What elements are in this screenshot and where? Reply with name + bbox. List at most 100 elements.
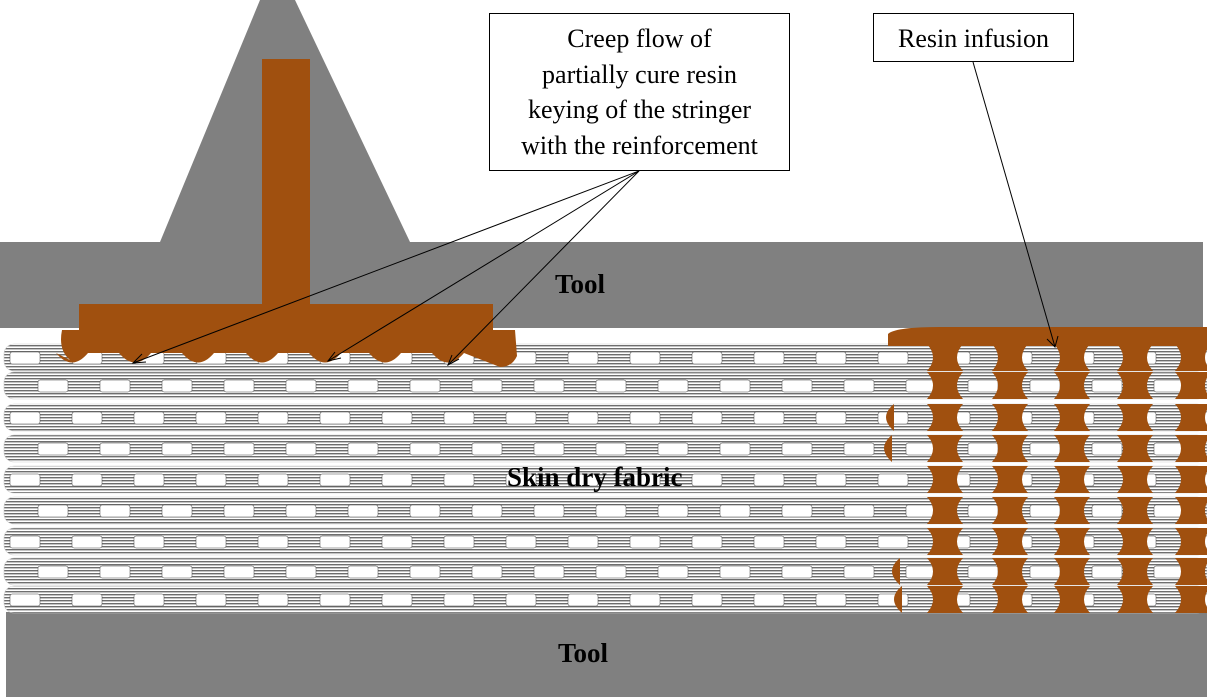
leader-lines <box>132 61 1056 366</box>
weave-window <box>595 442 627 456</box>
weave-window <box>1029 504 1061 518</box>
weave-window <box>471 442 503 456</box>
weave-window <box>1029 442 1061 456</box>
weave-window <box>533 442 565 456</box>
weave-window <box>409 442 441 456</box>
infused-resin-cell <box>1175 586 1207 613</box>
infused-resin-cell <box>1054 404 1090 431</box>
infused-resin-cell <box>992 404 1028 431</box>
weave-window <box>719 565 751 579</box>
infused-resin-cell <box>1054 466 1090 493</box>
weave-window <box>505 535 537 549</box>
weave-window <box>223 504 255 518</box>
weave-window <box>877 535 909 549</box>
infused-resin-cell <box>1117 528 1153 555</box>
weave-window <box>285 379 317 393</box>
infused-resin-cell <box>992 435 1028 462</box>
weave-window <box>533 504 565 518</box>
weave-window <box>223 379 255 393</box>
weave-window <box>595 565 627 579</box>
infused-resin-cell <box>992 586 1028 613</box>
resin-infusion-callout: Resin infusion <box>873 13 1074 62</box>
weave-window <box>567 411 599 425</box>
weave-window <box>781 565 813 579</box>
creep-flow-callout: Creep flow of partially cure resin keyin… <box>489 13 790 171</box>
creep-line-3: keying of the stringer <box>527 95 752 124</box>
infused-resin-cell <box>992 528 1028 555</box>
weave-window <box>71 535 103 549</box>
weave-window <box>629 351 661 365</box>
weave-window <box>319 593 351 607</box>
infused-resin-cell <box>1054 435 1090 462</box>
weave-window <box>71 473 103 487</box>
weave-window <box>319 411 351 425</box>
weave-window <box>815 411 847 425</box>
weave-window <box>567 351 599 365</box>
creep-line-2: partially cure resin <box>542 59 737 89</box>
weave-window <box>99 442 131 456</box>
weave-window <box>133 473 165 487</box>
weave-window <box>285 442 317 456</box>
arrowheads <box>131 335 1059 367</box>
arrowhead-4 <box>1046 335 1059 348</box>
infused-resin-cell <box>992 558 1028 585</box>
weave-window <box>1153 504 1185 518</box>
fabric-layer <box>3 557 1207 586</box>
weave-window <box>1091 565 1123 579</box>
weave-window <box>9 473 41 487</box>
weave-window <box>99 565 131 579</box>
infused-resin-cell <box>1117 586 1153 613</box>
weave-window <box>443 411 475 425</box>
weave-window <box>781 379 813 393</box>
infused-resin-cell <box>1054 497 1090 524</box>
weave-window <box>753 535 785 549</box>
infused-resin-cell <box>992 372 1028 399</box>
infusion-front <box>892 558 900 585</box>
leader-line-4 <box>972 61 1056 348</box>
weave-window <box>195 411 227 425</box>
infused-resin-cell <box>927 435 963 462</box>
weave-window <box>567 593 599 607</box>
weave-window <box>195 473 227 487</box>
infused-resin-cell <box>1175 528 1207 555</box>
infused-resin-cell <box>1054 372 1090 399</box>
stringer-keying-resin <box>56 330 517 367</box>
resin-film <box>888 327 1207 346</box>
weave-window <box>471 379 503 393</box>
weave-window <box>505 593 537 607</box>
weave-window <box>905 565 937 579</box>
weave-window <box>691 473 723 487</box>
weave-window <box>1091 504 1123 518</box>
tool-top-label: Tool <box>555 269 606 299</box>
weave-window <box>815 351 847 365</box>
weave-window <box>567 473 599 487</box>
weave-window <box>967 442 999 456</box>
weave-window <box>347 504 379 518</box>
weave-window <box>629 411 661 425</box>
weave-window <box>471 565 503 579</box>
infused-resin-cell <box>1054 586 1090 613</box>
weave-window <box>381 535 413 549</box>
weave-window <box>719 504 751 518</box>
weave-window <box>781 504 813 518</box>
weave-window <box>657 504 689 518</box>
weave-window <box>71 593 103 607</box>
infused-resin-cell <box>1054 528 1090 555</box>
weave-window <box>1091 379 1123 393</box>
fabric-layer <box>3 371 1207 400</box>
infusion-front <box>884 435 892 462</box>
weave-window <box>967 565 999 579</box>
resin-infusion-region <box>884 327 1207 613</box>
infused-resin-cell <box>1117 435 1153 462</box>
infused-resin-cell <box>1054 558 1090 585</box>
weave-window <box>347 379 379 393</box>
infused-resin-cell <box>1117 404 1153 431</box>
weave-window <box>905 504 937 518</box>
fabric-layer <box>3 496 1207 525</box>
fabric-layer <box>3 585 1207 614</box>
fabric-layer <box>3 527 1207 556</box>
infused-resin-cell <box>1175 497 1207 524</box>
infused-resin-cell <box>1117 497 1153 524</box>
